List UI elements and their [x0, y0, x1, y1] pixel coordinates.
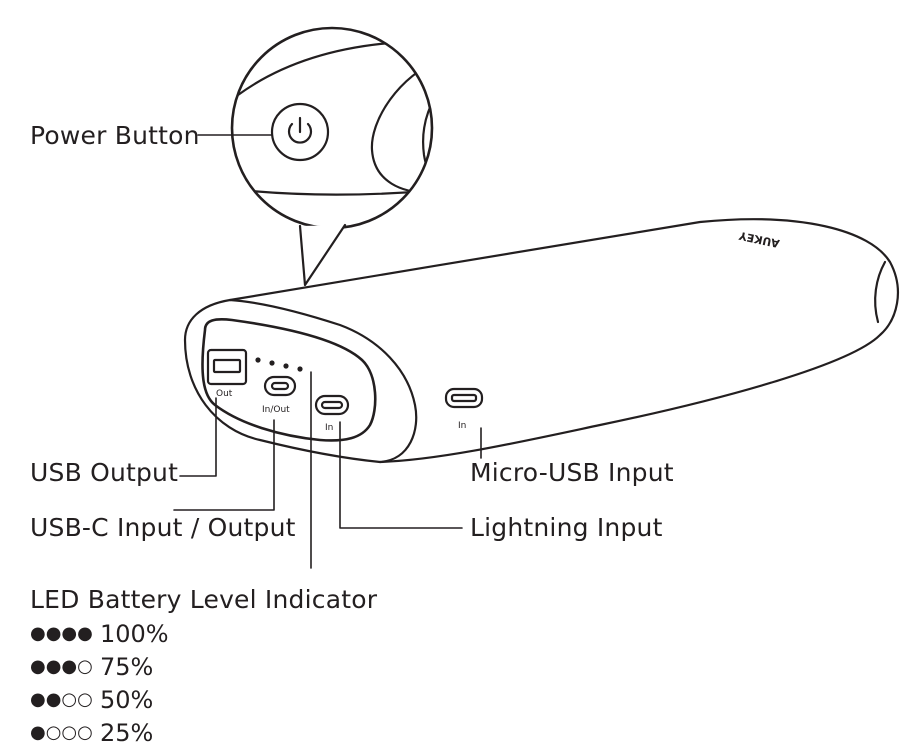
legend-row-25: ●○○○ 25%: [30, 721, 153, 745]
port-label-in-micro: In: [458, 421, 466, 431]
legend-row-75: ●●●○ 75%: [30, 655, 153, 679]
legend-dots: ●●○○: [30, 689, 93, 710]
usb-a-port: [206, 348, 248, 386]
port-label-in-lightning: In: [325, 423, 333, 433]
led-indicator-label: LED Battery Level Indicator: [30, 585, 378, 614]
legend-row-100: ●●●● 100%: [30, 622, 169, 646]
brand-logo: AUKEY: [737, 229, 781, 250]
legend-percent: 75%: [100, 653, 154, 681]
usb-output-label: USB Output: [30, 458, 179, 487]
lightning-port: [314, 394, 350, 416]
legend-percent: 50%: [100, 686, 154, 714]
usbc-input-output-label: USB-C Input / Output: [30, 513, 296, 542]
legend-dots: ●●●●: [30, 623, 93, 644]
lightning-leader: [339, 421, 463, 529]
usbc-leader: [173, 419, 275, 511]
usb-output-leader: [179, 397, 217, 477]
port-label-out: Out: [216, 389, 233, 399]
legend-dots: ●●●○: [30, 656, 93, 677]
micro-usb-port: [444, 387, 484, 409]
port-label-in-out: In/Out: [262, 405, 290, 415]
usb-c-port: [263, 375, 297, 397]
micro-usb-input-label: Micro-USB Input: [470, 458, 674, 487]
magnifier-callout: [230, 26, 434, 287]
power-button-label: Power Button: [30, 121, 200, 150]
legend-dots: ●○○○: [30, 722, 93, 743]
power-button-icon: [270, 102, 330, 162]
lightning-input-label: Lightning Input: [470, 513, 663, 542]
legend-row-50: ●●○○ 50%: [30, 688, 153, 712]
led-dots: [255, 357, 303, 372]
legend-percent: 25%: [100, 719, 154, 747]
power-bank-body: [183, 218, 899, 464]
leader-lines: [173, 134, 482, 569]
legend-percent: 100%: [100, 620, 169, 648]
